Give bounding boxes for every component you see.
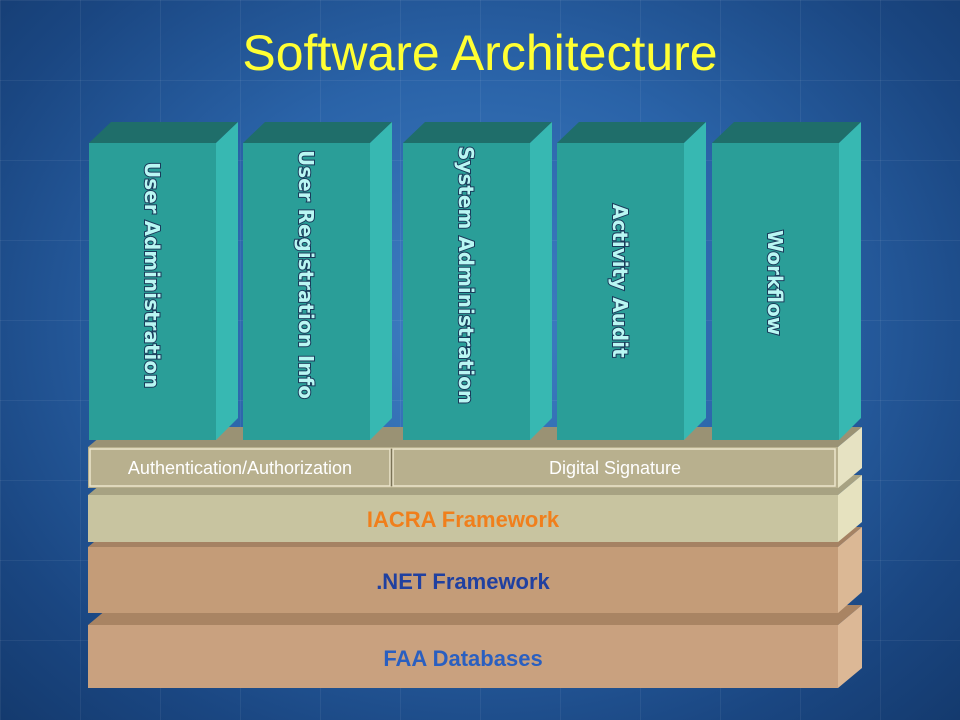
column-side xyxy=(839,122,861,440)
iacra-layer-front xyxy=(88,495,838,542)
column-activity-audit: Activity Audit xyxy=(557,122,706,440)
iacra-layer-side xyxy=(838,475,862,542)
iacra-layer-label: IACRA Framework xyxy=(367,507,560,532)
column-front xyxy=(712,143,839,440)
column-side xyxy=(370,122,392,440)
column-top xyxy=(89,122,238,143)
column-user-administration: User Administration xyxy=(89,122,238,440)
column-front xyxy=(557,143,684,440)
faa-layer-label: FAA Databases xyxy=(383,646,542,671)
column-top xyxy=(403,122,552,143)
column-system-administration: System Administration xyxy=(403,122,552,440)
auth-segment-label: Authentication/Authorization xyxy=(128,458,352,478)
column-label-workflow: Workflow xyxy=(763,230,787,335)
column-top xyxy=(557,122,706,143)
column-front xyxy=(243,143,370,440)
column-top xyxy=(243,122,392,143)
column-side xyxy=(530,122,552,440)
column-front xyxy=(403,143,530,440)
column-front xyxy=(89,143,216,440)
layer-faa-databases: FAA Databases xyxy=(88,605,862,688)
signature-segment-box xyxy=(392,448,836,487)
auth-segment-box xyxy=(89,448,391,487)
security-layer-side xyxy=(838,427,862,488)
column-workflow: Workflow xyxy=(712,122,861,440)
column-label-user-administration: User Administration xyxy=(140,162,164,388)
column-user-registration-info: User Registration Info xyxy=(243,122,392,440)
column-side xyxy=(216,122,238,440)
dotnet-layer-label: .NET Framework xyxy=(376,569,550,594)
signature-segment-label: Digital Signature xyxy=(549,458,681,478)
column-label-user-registration-info: User Registration Info xyxy=(294,150,318,399)
column-side xyxy=(684,122,706,440)
layer-security: Authentication/Authorization Digital Sig… xyxy=(88,427,862,488)
column-label-system-administration: System Administration xyxy=(454,146,478,404)
security-layer-front xyxy=(88,447,838,488)
page-title: Software Architecture xyxy=(242,25,718,81)
faa-layer-front xyxy=(88,625,838,688)
dotnet-layer-front xyxy=(88,547,838,613)
column-label-activity-audit: Activity Audit xyxy=(608,204,632,358)
faa-layer-side xyxy=(838,605,862,688)
column-top xyxy=(712,122,861,143)
dotnet-layer-side xyxy=(838,527,862,613)
